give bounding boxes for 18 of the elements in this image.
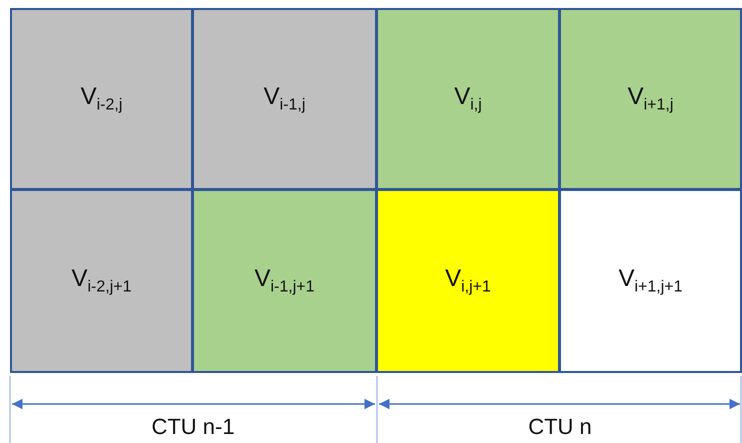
cell-label: V$_{i+1,j+1}$ — [618, 265, 683, 297]
cell-label: V$_{i,j}$ — [454, 83, 482, 115]
cell-label: V$_{i-1,j}$ — [264, 83, 306, 115]
cell-label: V$_{i-1,j+1}$ — [254, 265, 315, 297]
grid-cell — [559, 8, 742, 190]
grid-cell — [376, 8, 560, 190]
grid-cell — [10, 8, 193, 190]
grid-cell — [192, 8, 377, 190]
dimension-label: CTU n — [528, 414, 592, 440]
cell-label: V$_{i+1,j}$ — [628, 83, 674, 115]
grid-cell — [10, 189, 193, 373]
grid-cell — [376, 189, 560, 373]
cell-label: V$_{i-2,j+1}$ — [71, 265, 132, 297]
cell-label: V$_{i-2,j}$ — [80, 83, 122, 115]
dimension-label: CTU n-1 — [151, 414, 235, 440]
grid-cell — [559, 189, 742, 373]
grid-cell — [192, 189, 377, 373]
cell-label: V$_{i,j+1}$ — [445, 265, 491, 297]
